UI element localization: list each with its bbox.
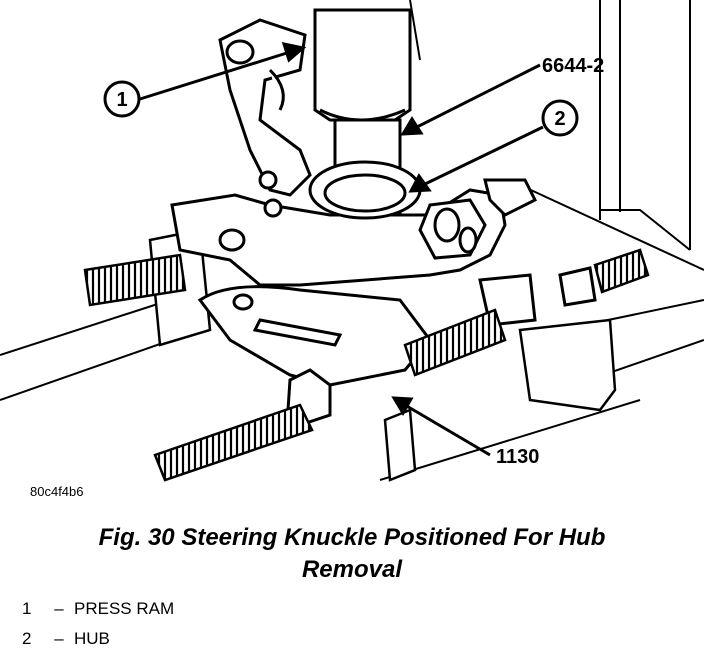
label-tool-1130: 1130 bbox=[496, 446, 539, 468]
figure-caption: Fig. 30 Steering Knuckle Positioned For … bbox=[0, 522, 704, 586]
legend-dash: – bbox=[54, 599, 64, 618]
threaded-rods bbox=[83, 248, 650, 482]
legend: 1 – PRESS RAM 2 – HUB bbox=[22, 594, 174, 654]
svg-text:2: 2 bbox=[554, 108, 565, 130]
callout-2: 2 bbox=[541, 99, 579, 137]
legend-dash: – bbox=[54, 629, 64, 648]
callout-1: 1 bbox=[103, 80, 141, 118]
legend-text: PRESS RAM bbox=[74, 599, 175, 618]
label-tool-6644-2: 6644-2 bbox=[542, 55, 604, 77]
legend-item: 1 – PRESS RAM bbox=[22, 594, 174, 624]
steering-knuckle-illustration: 1 2 6644-2 1130 80c4f4b6 bbox=[0, 0, 704, 499]
press-frame bbox=[0, 0, 704, 481]
legend-number: 1 bbox=[22, 599, 32, 618]
leader-arrows bbox=[139, 42, 544, 457]
caption-line-2: Removal bbox=[301, 556, 403, 583]
legend-number: 2 bbox=[22, 629, 32, 648]
image-code: 80c4f4b6 bbox=[30, 484, 84, 499]
legend-item: 2 – HUB bbox=[22, 624, 174, 654]
svg-text:1: 1 bbox=[116, 89, 127, 111]
legend-text: HUB bbox=[74, 629, 110, 648]
caption-line-1: Fig. 30 Steering Knuckle Positioned For … bbox=[98, 524, 606, 551]
